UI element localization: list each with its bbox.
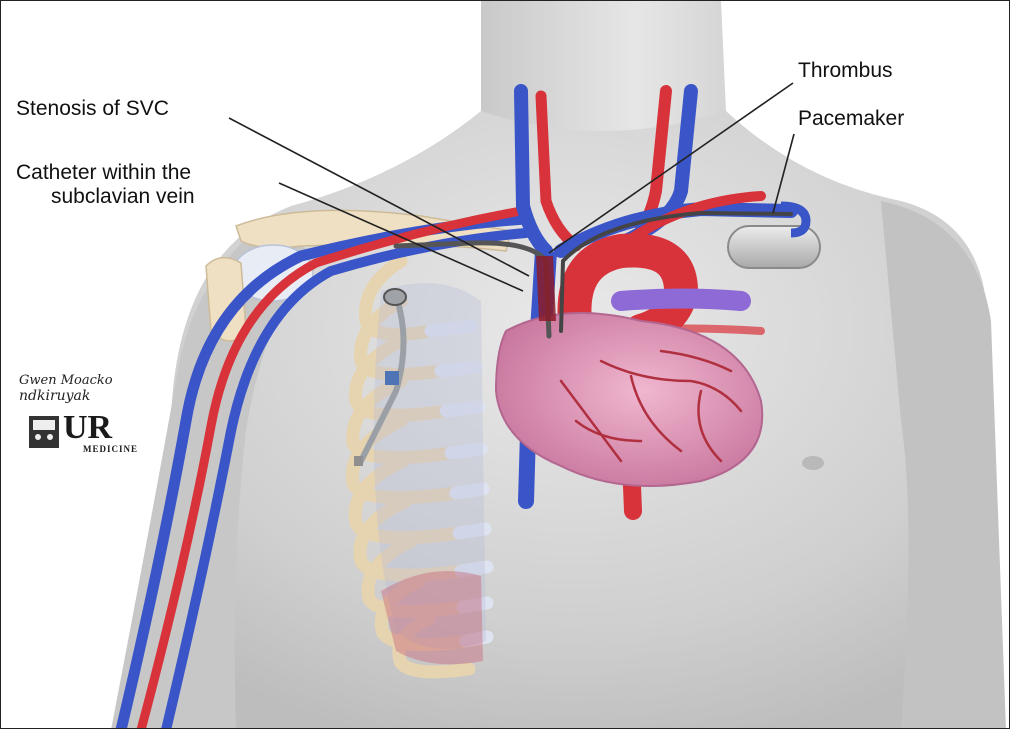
- pulmonary-artery: [611, 288, 751, 311]
- heart: [494, 312, 764, 487]
- label-catheter-line1: Catheter within the: [16, 161, 192, 184]
- thrombus: [536, 256, 556, 321]
- label-catheter: Catheter within the subclavian vein: [16, 161, 195, 209]
- label-pacemaker: Pacemaker: [798, 107, 905, 130]
- ur-logo-sub: MEDICINE: [83, 444, 139, 454]
- catheter-cuff: [385, 371, 399, 385]
- brachial-artery: [136, 206, 526, 728]
- ur-logo-mark: UR: [63, 409, 113, 446]
- leader-lines: [228, 82, 795, 292]
- brachial-vein: [161, 228, 531, 728]
- aortic-arch: [557, 233, 699, 348]
- jugular-vein: [514, 84, 553, 258]
- rib-cartilage: [424, 319, 494, 648]
- pacemaker-lead: [559, 210, 793, 333]
- catheter-port: [383, 288, 407, 306]
- label-thrombus: Thrombus: [798, 59, 893, 82]
- artist-signature: Gwen Moacko ndkiruyak: [19, 373, 113, 404]
- label-stenosis-svc: Stenosis of SVC: [16, 97, 169, 120]
- rib-cage: [345, 254, 476, 679]
- diaphragm: [381, 571, 483, 665]
- coronary-vessels: [559, 349, 743, 463]
- pacemaker-header: [780, 201, 811, 238]
- label-catheter-line2: subclavian vein: [51, 185, 195, 208]
- ur-crest-icon: [29, 416, 59, 448]
- signature-line1: Gwen Moacko: [19, 373, 113, 388]
- catheter-port-line: [358, 293, 407, 464]
- nipple: [802, 456, 824, 470]
- signature-line2: ndkiruyak: [19, 388, 91, 404]
- arm: [881, 201, 1006, 728]
- catheter-tip: [354, 456, 363, 466]
